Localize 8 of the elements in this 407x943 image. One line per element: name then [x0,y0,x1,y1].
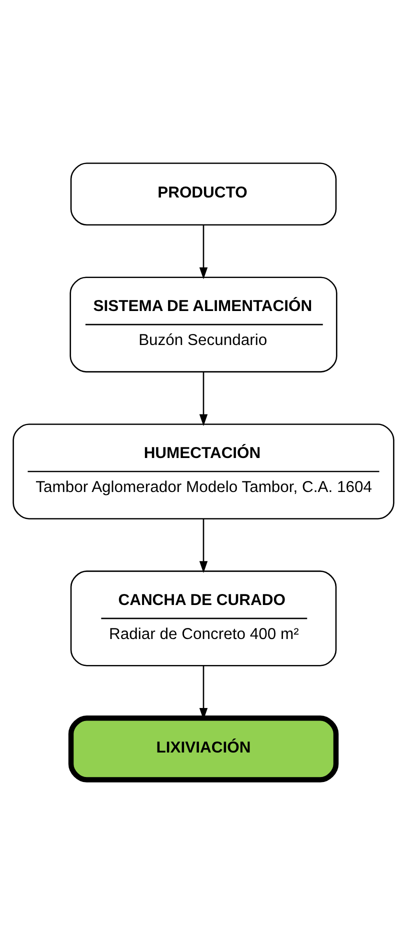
node-box: HUMECTACIÓN Tambor Aglomerador Modelo Tambor, C.A. 1604 [12,424,394,520]
node-box: SISTEMA DE ALIMENTACIÓN Buzón Secundario [70,276,338,372]
arrow [199,372,208,426]
node-box: LIXIVIACIÓN [68,715,339,782]
node-box: PRODUCTO [70,162,337,226]
arrow [199,518,208,573]
node-box: CANCHA DE CURADO Radiar de Concreto 400 m² [70,570,337,666]
arrow [199,225,208,280]
